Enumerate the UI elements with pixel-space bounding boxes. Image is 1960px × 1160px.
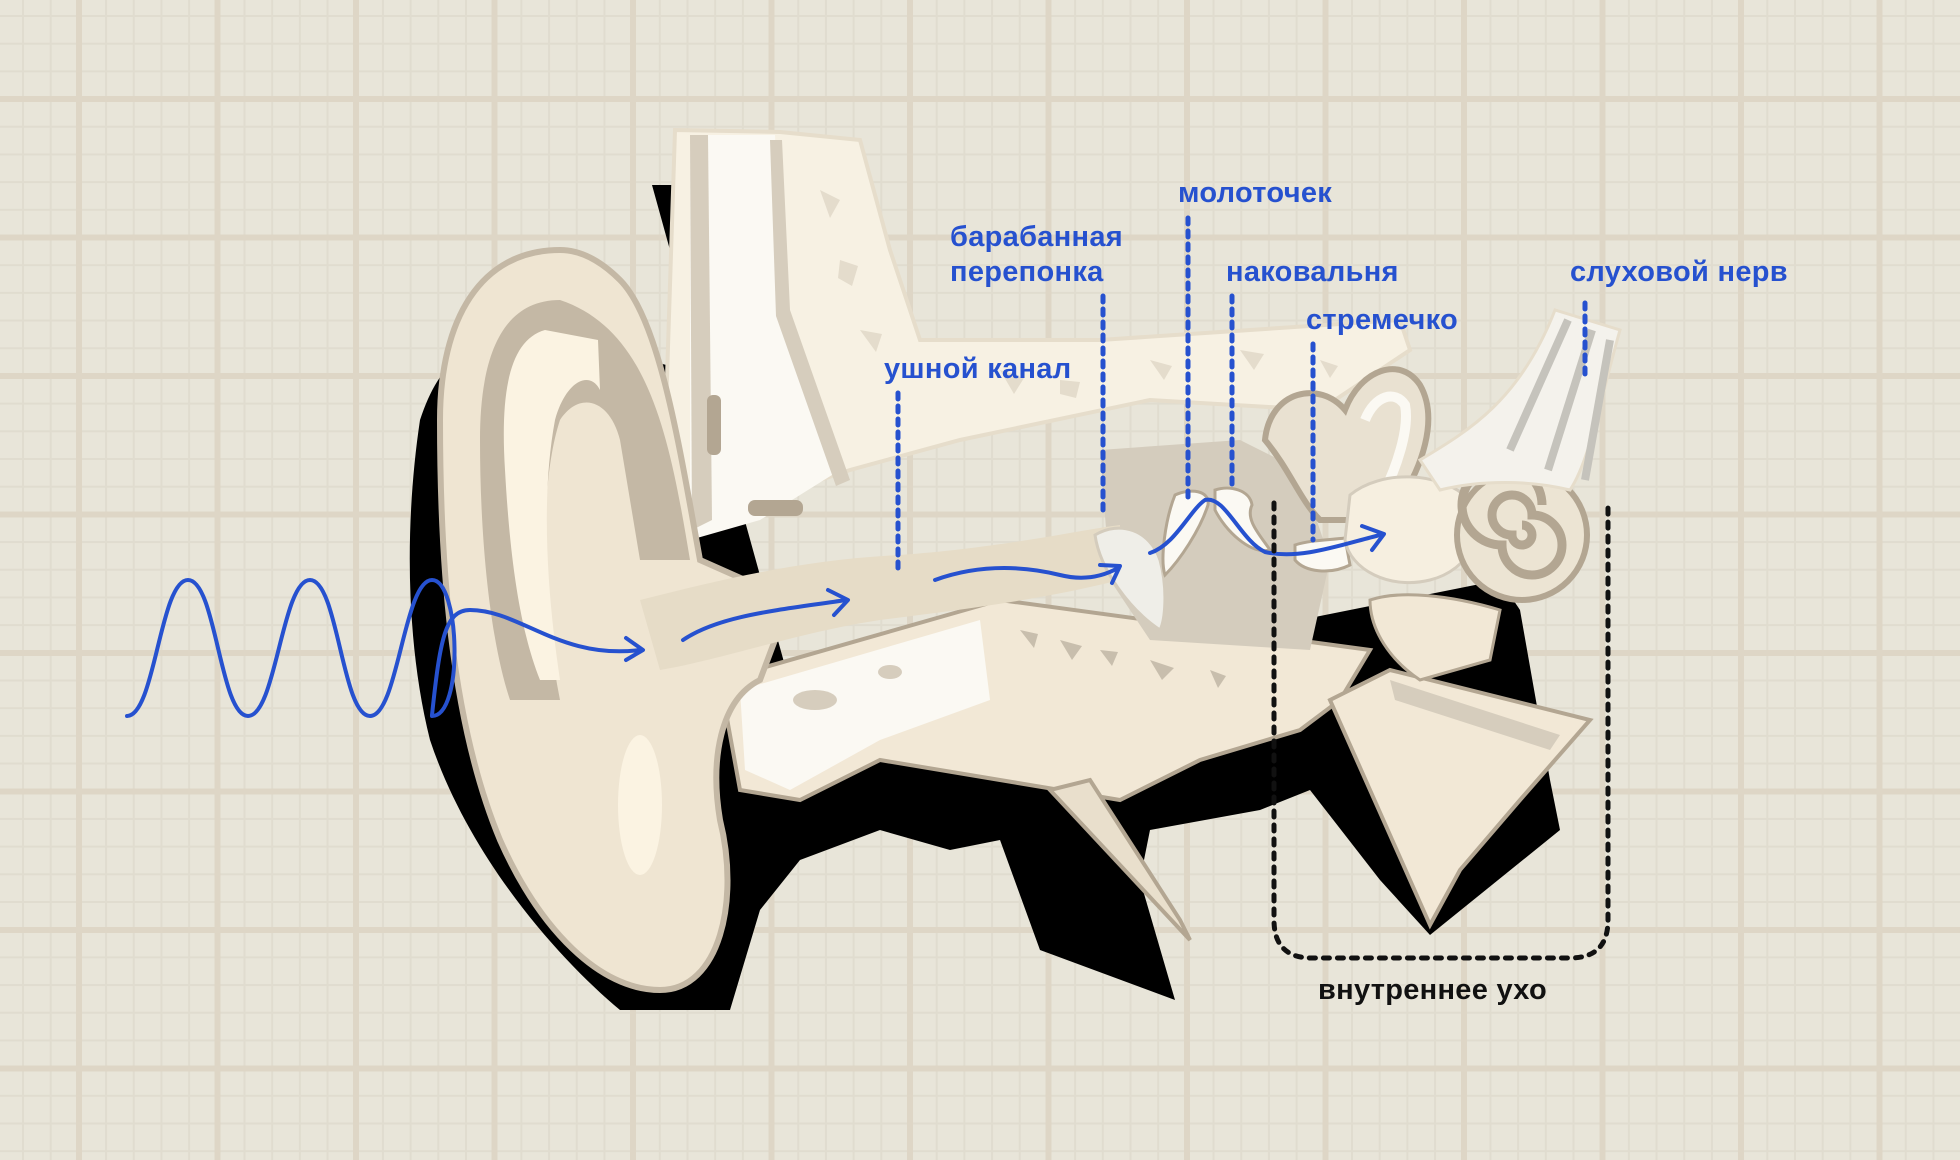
label-eardrum-line1: барабанная	[950, 221, 1124, 253]
styloid-process	[1046, 777, 1192, 942]
label-malleus: молоточек	[1178, 177, 1333, 209]
arrow-head-3	[1098, 563, 1122, 585]
arrow-ossicles	[1148, 497, 1382, 557]
arrow-head-2	[826, 588, 850, 617]
malleus-shape	[1161, 489, 1210, 578]
label-ear-canal: ушной канал	[884, 353, 1072, 385]
lower-bone	[717, 597, 1374, 803]
ear-canal	[640, 525, 1120, 670]
arrow-canal-1	[681, 598, 848, 642]
label-eardrum-line2: перепонка	[950, 256, 1104, 288]
arrow-canal-2	[933, 566, 1120, 582]
arrow-head-1	[624, 636, 645, 662]
arrow-head-4	[1360, 524, 1386, 552]
eustachian-tube	[1327, 667, 1594, 930]
sound-wave-icon	[125, 577, 457, 719]
temporal-bone	[662, 127, 1413, 544]
label-incus: наковальня	[1226, 256, 1399, 288]
incus-shape	[1213, 486, 1273, 553]
sound-path-arrows	[430, 497, 1386, 717]
label-auditory-nerve: слуховой нерв	[1570, 256, 1788, 288]
pinna	[436, 246, 794, 994]
inner-ear-bracket	[1271, 500, 1611, 961]
inner-ear	[1261, 308, 1622, 682]
leader-lines	[895, 215, 1588, 578]
arrow-into-pinna	[430, 608, 642, 717]
label-stapes: стремечко	[1306, 304, 1459, 336]
label-inner-ear: внутреннее ухо	[1318, 974, 1548, 1006]
